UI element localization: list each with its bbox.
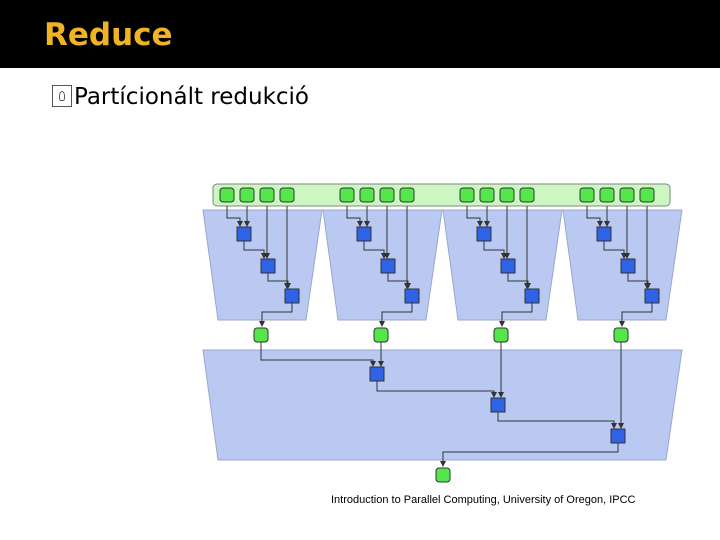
input-node: [239, 187, 255, 203]
partial-result-node: [613, 327, 629, 343]
combine-node: [369, 366, 385, 382]
input-node: [499, 187, 515, 203]
edge: [226, 206, 243, 227]
combine-panel: [202, 349, 683, 461]
input-node: [379, 187, 395, 203]
reduce-node: [596, 226, 612, 242]
edge: [379, 303, 413, 327]
input-node: [579, 187, 595, 203]
reduce-node: [356, 226, 372, 242]
combine-node: [490, 397, 506, 413]
reduce-node: [476, 226, 492, 242]
edge: [259, 303, 293, 327]
bullet-item: Partícionált redukció: [52, 84, 309, 112]
input-node: [259, 187, 275, 203]
reduce-node: [620, 258, 636, 274]
reduce-node: [284, 288, 300, 304]
reduce-node: [380, 258, 396, 274]
edge: [440, 443, 619, 467]
input-node: [279, 187, 295, 203]
input-node: [479, 187, 495, 203]
input-node: [339, 187, 355, 203]
edge: [376, 381, 497, 398]
edge: [260, 342, 376, 367]
partial-result-node: [373, 327, 389, 343]
reduce-node: [524, 288, 540, 304]
input-node: [599, 187, 615, 203]
reduce-node: [236, 226, 252, 242]
input-node: [399, 187, 415, 203]
title-bar: [0, 0, 720, 68]
edge: [499, 303, 533, 327]
input-node: [639, 187, 655, 203]
partial-result-node: [493, 327, 509, 343]
input-node: [519, 187, 535, 203]
reduce-node: [260, 258, 276, 274]
final-result-node: [435, 467, 451, 483]
edge: [466, 206, 483, 227]
reduce-node: [500, 258, 516, 274]
input-node: [619, 187, 635, 203]
partial-result-node: [253, 327, 269, 343]
slide-title: Reduce: [44, 17, 173, 53]
edge: [586, 206, 603, 227]
edge: [497, 412, 617, 429]
bullet-text: Partícionált redukció: [74, 84, 309, 110]
combine-node: [610, 428, 626, 444]
partitioned-reduction-diagram: [202, 183, 683, 483]
reduce-node: [644, 288, 660, 304]
reduce-node: [404, 288, 420, 304]
edge: [619, 303, 653, 327]
input-node: [459, 187, 475, 203]
source-credit: Introduction to Parallel Computing, Univ…: [331, 494, 636, 506]
bullet-placeholder-icon: [52, 85, 72, 107]
edge: [346, 206, 363, 227]
input-node: [219, 187, 235, 203]
input-node: [359, 187, 375, 203]
input-bar: [212, 183, 671, 207]
